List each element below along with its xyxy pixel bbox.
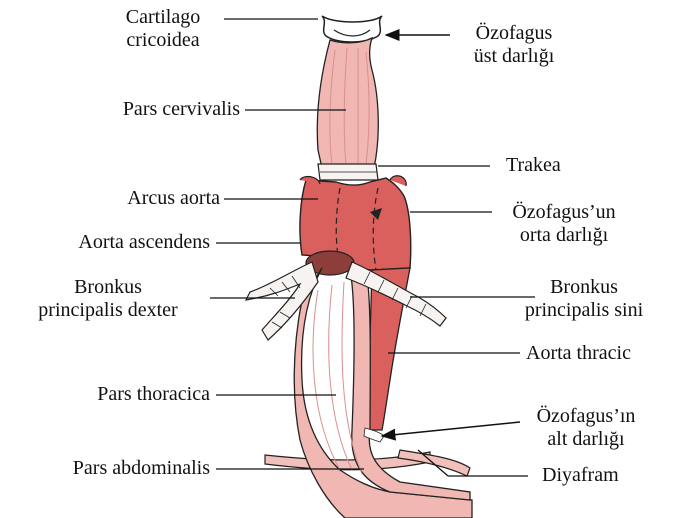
label-aorta-thracic: Aorta thracic — [526, 342, 631, 365]
label-ozofagus-alt: Özofagus’ın alt darlığı — [516, 405, 656, 451]
label-aorta-ascendens: Aorta ascendens — [10, 231, 210, 254]
label-bronkus-dexter: Bronkus principalis dexter — [8, 276, 208, 322]
label-cartilago-line2: cricoidea — [108, 29, 218, 52]
label-ozofagus-alt-line1: Özofagus’ın — [516, 405, 656, 428]
label-bronkus-sini: Bronkus principalis sini — [496, 276, 672, 322]
label-bronkus-dexter-line1: Bronkus — [8, 276, 208, 299]
label-ozofagus-ust-line2: üst darlığı — [454, 45, 574, 68]
label-bronkus-dexter-line2: principalis dexter — [8, 299, 208, 322]
label-cartilago-cricoidea: Cartilago cricoidea — [108, 6, 218, 52]
label-arcus-aorta: Arcus aorta — [30, 187, 220, 210]
label-ozofagus-orta: Özofagus’un orta darlığı — [494, 201, 634, 247]
label-pars-abdominalis: Pars abdominalis — [6, 457, 210, 480]
label-ozofagus-ust: Özofagus üst darlığı — [454, 22, 574, 68]
label-diyafram: Diyafram — [542, 464, 619, 487]
esophagus-cervical — [317, 38, 378, 168]
label-bronkus-sini-line1: Bronkus — [496, 276, 672, 299]
label-ozofagus-alt-line2: alt darlığı — [516, 428, 656, 451]
label-ozofagus-orta-line2: orta darlığı — [494, 224, 634, 247]
label-ozofagus-orta-line1: Özofagus’un — [494, 201, 634, 224]
label-trakea: Trakea — [506, 154, 561, 177]
label-bronkus-sini-line2: principalis sini — [496, 299, 672, 322]
trachea — [318, 164, 378, 180]
label-ozofagus-ust-line1: Özofagus — [454, 22, 574, 45]
label-pars-thoracica: Pars thoracica — [10, 383, 210, 406]
label-pars-cervivalis: Pars cervivalis — [30, 98, 240, 121]
cricoid-cartilage — [322, 16, 382, 42]
label-cartilago-line1: Cartilago — [108, 6, 218, 29]
